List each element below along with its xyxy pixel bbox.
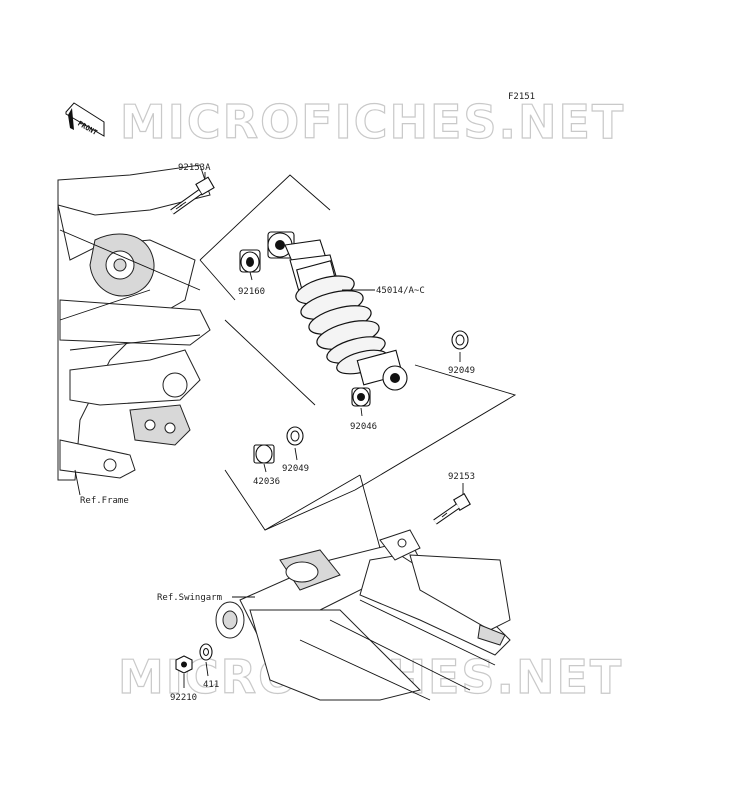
label-92210: 92210 [170, 693, 197, 703]
label-92046: 92046 [350, 422, 377, 432]
bushing-lower-part [351, 387, 371, 407]
label-ref-swingarm: Ref.Swingarm [157, 593, 222, 603]
washer-part [199, 643, 213, 661]
label-92153: 92153 [448, 472, 475, 482]
assembly-outline [199, 174, 517, 549]
seal-left-part [286, 426, 304, 446]
label-ref-frame: Ref.Frame [80, 496, 129, 506]
seal-right-part [451, 330, 469, 350]
label-92049-right: 92049 [448, 366, 475, 376]
label-92153A: 92153A [178, 163, 211, 173]
label-45014: 45014/A~C [376, 286, 425, 296]
label-411: 411 [203, 680, 219, 690]
collar-part [253, 444, 275, 464]
label-92049-left: 92049 [282, 464, 309, 474]
label-42036: 42036 [253, 477, 280, 487]
shock-absorber-part [284, 239, 408, 391]
bolt-top-part [170, 176, 215, 215]
bolt-bottom-part [433, 493, 471, 525]
label-92160: 92160 [238, 287, 265, 297]
frame-assembly [57, 164, 211, 481]
watermark-top: MICROFICHES.NET [120, 95, 625, 149]
diagram-code: F2151 [508, 92, 535, 102]
bushing-upper-left-part [239, 249, 261, 273]
nut-part [175, 655, 193, 674]
front-arrow-icon: FRONT [65, 102, 105, 137]
swingarm-assembly [215, 529, 511, 701]
